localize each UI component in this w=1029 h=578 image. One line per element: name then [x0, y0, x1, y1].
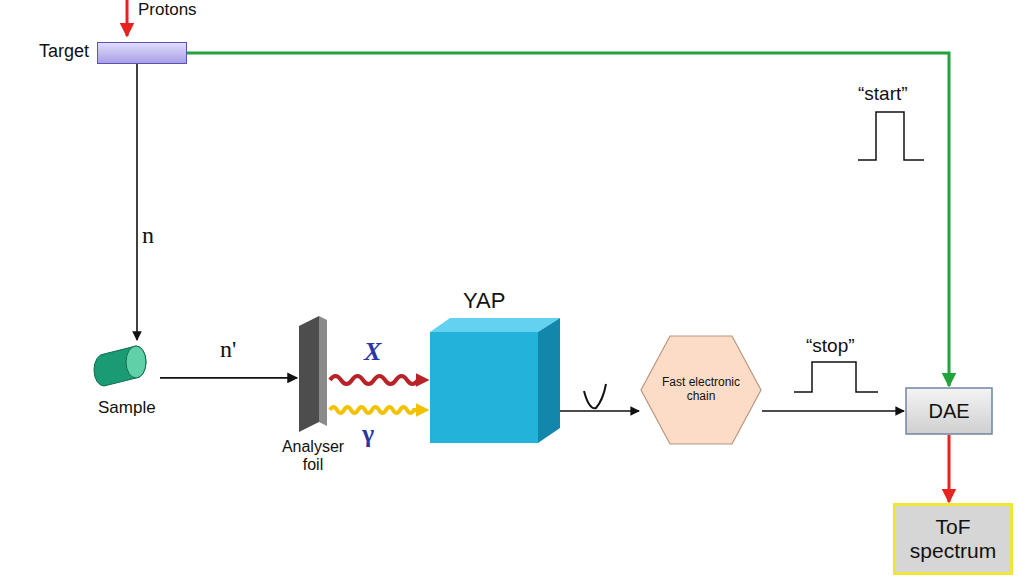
- connector: [762, 410, 904, 412]
- signal-name: “stop”: [806, 336, 855, 357]
- edge-label: γ: [362, 420, 374, 449]
- node-label: Target: [39, 41, 89, 62]
- connector: [160, 377, 297, 379]
- node-label: Analyser foil: [273, 438, 353, 475]
- connector: [330, 376, 424, 384]
- tof-spectrum-box: ToF spectrum: [893, 503, 1013, 575]
- node-label: ToF spectrum: [903, 515, 1003, 563]
- proton-beam-arrow: [126, 0, 129, 36]
- sample-cylinder: [96, 342, 158, 388]
- sample-block: Sample: [70, 340, 170, 422]
- stop-pulse: [794, 362, 878, 392]
- edge-label: n: [142, 222, 154, 248]
- node-label: Fast electronic chain: [655, 376, 747, 404]
- node-label: Sample: [98, 398, 156, 418]
- analyser-foil-block: Analyser foil: [255, 316, 355, 482]
- edge-label: n': [220, 336, 236, 362]
- target-block: Target: [10, 38, 190, 68]
- yap-detector-block: YAP: [425, 288, 565, 445]
- connector: [560, 410, 639, 412]
- connector: [948, 435, 951, 502]
- edge-label: X: [364, 338, 381, 367]
- detector-signal: [584, 384, 606, 408]
- signal-name: “start”: [858, 84, 908, 105]
- analyser-foil-slab: [299, 316, 327, 432]
- electronics-hexagon: Fast electronic chain: [640, 335, 762, 445]
- connector: [136, 64, 138, 340]
- beam-label: Protons: [138, 1, 197, 20]
- connector: [330, 407, 424, 413]
- node-label: DAE: [928, 400, 969, 423]
- target-box: [97, 42, 187, 64]
- node-label: YAP: [463, 288, 505, 313]
- dae-box: DAE: [905, 387, 993, 435]
- yap-crystal: [430, 318, 560, 443]
- start-pulse: [858, 112, 924, 160]
